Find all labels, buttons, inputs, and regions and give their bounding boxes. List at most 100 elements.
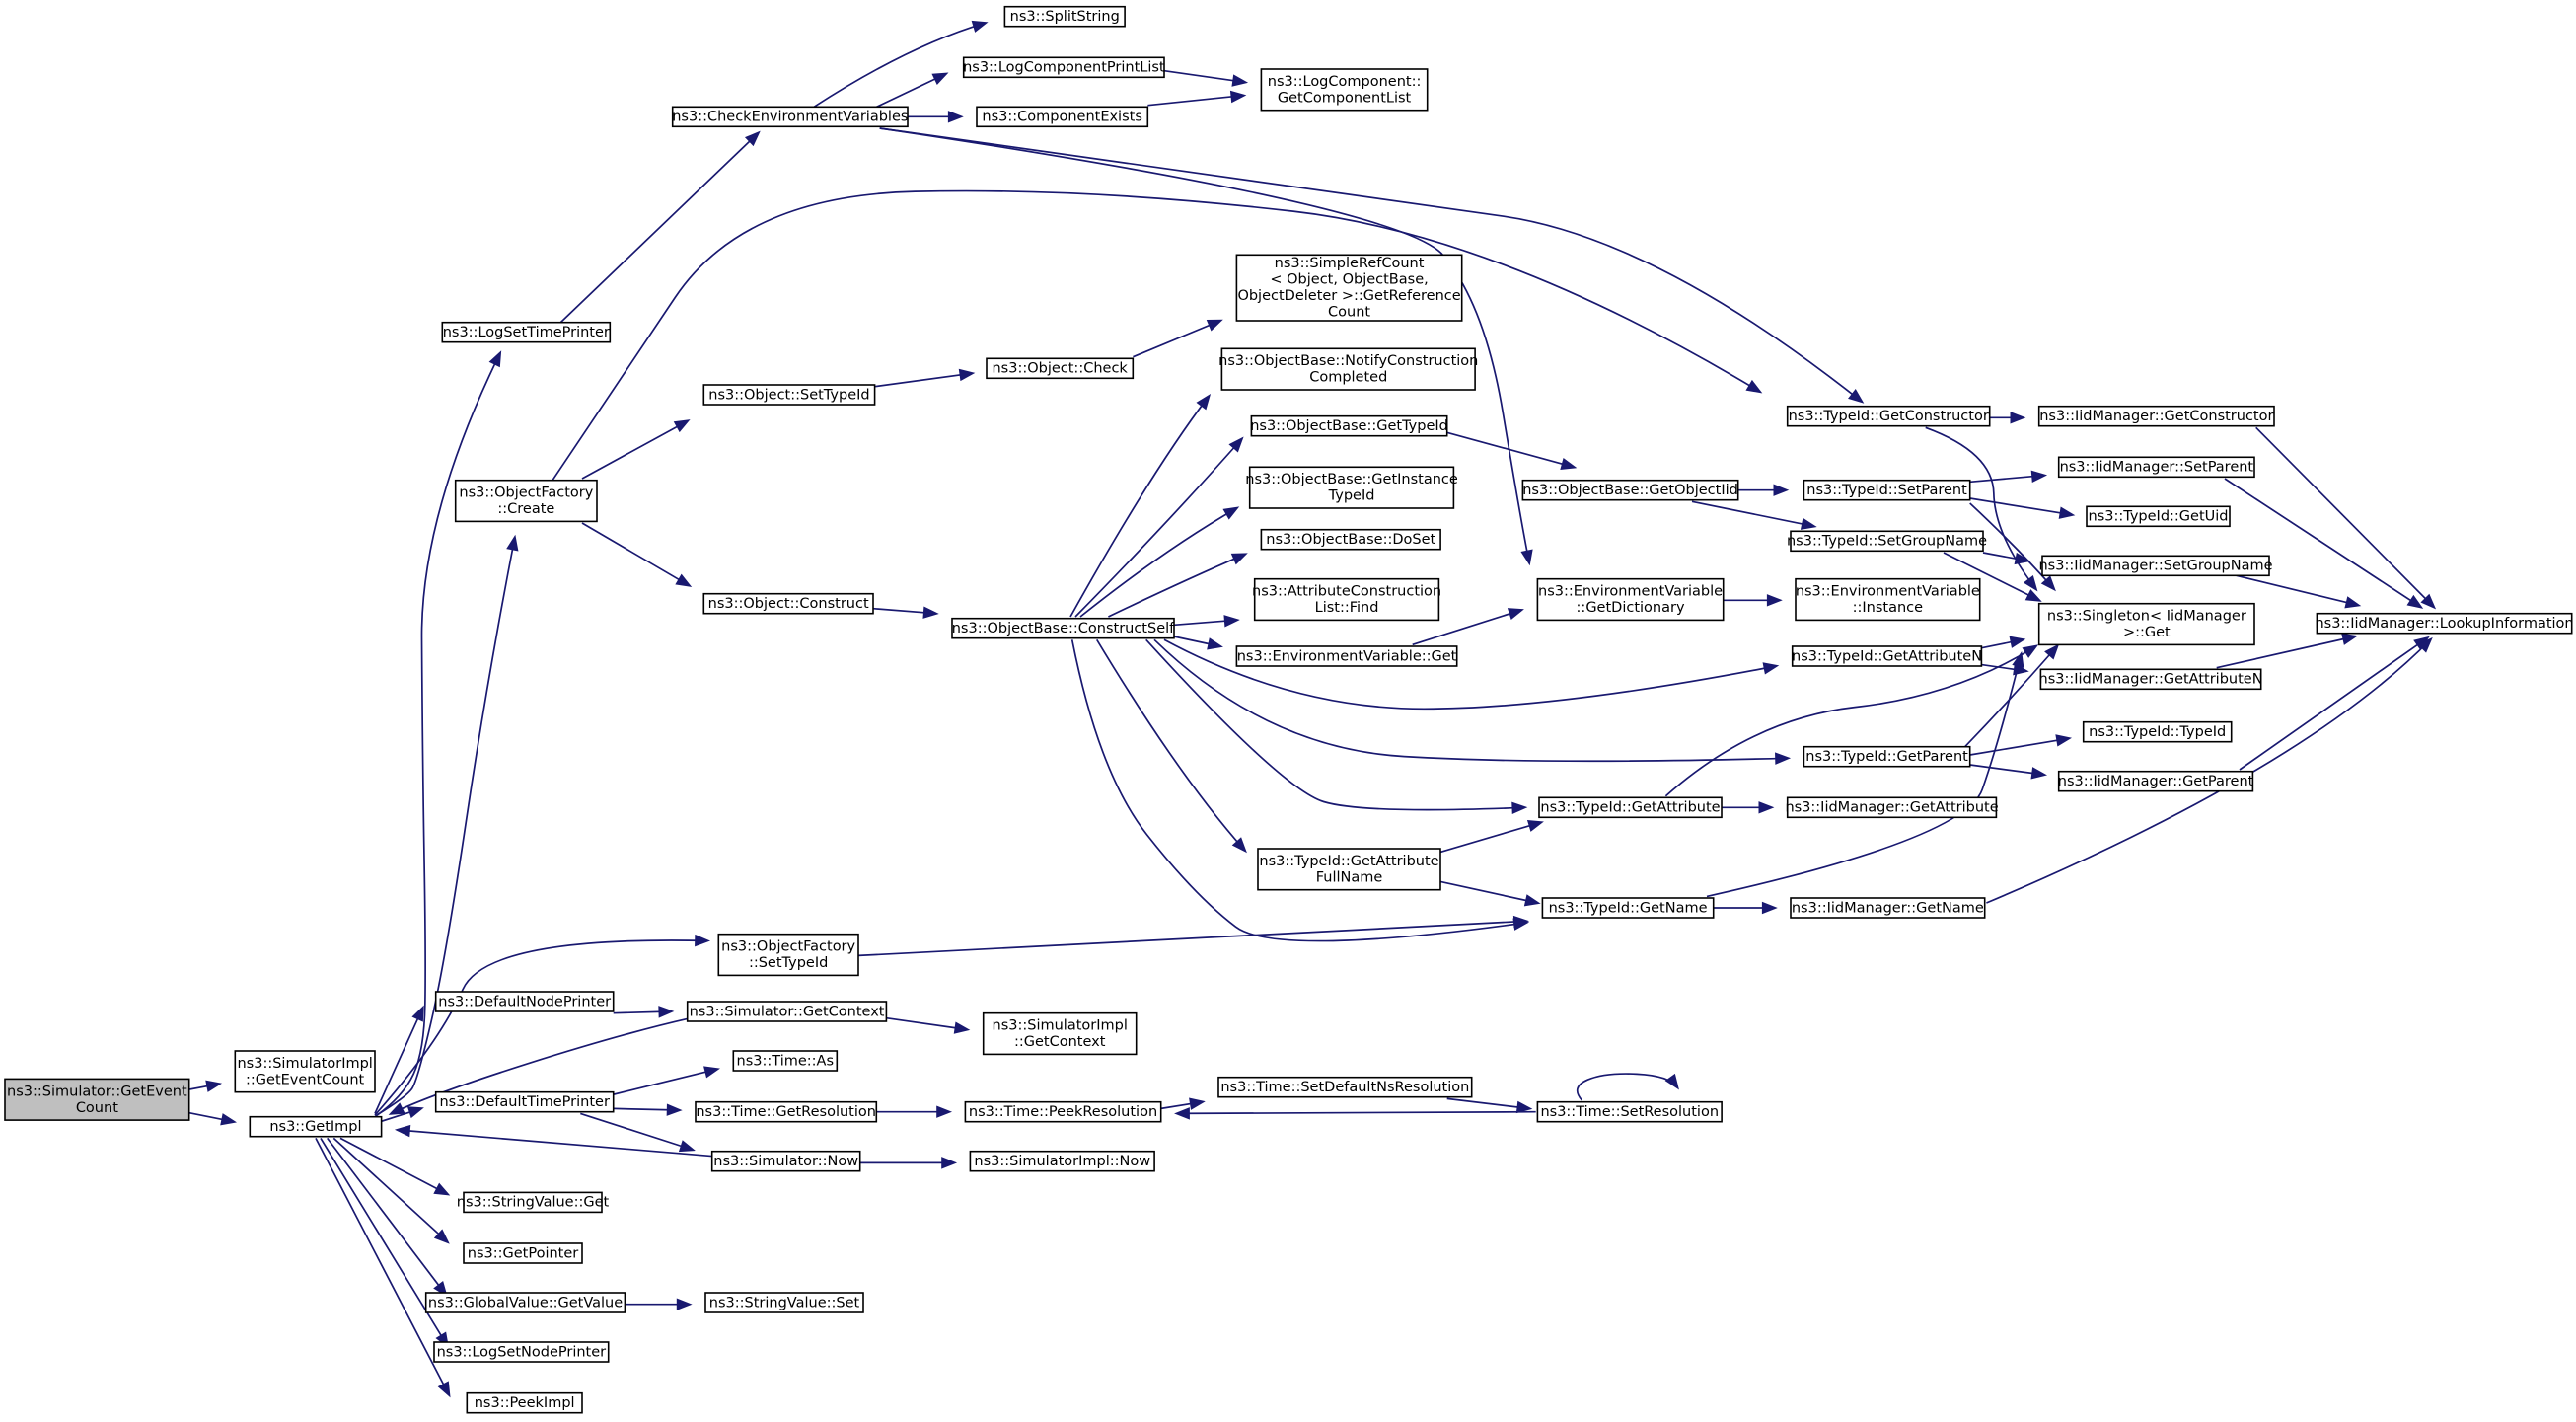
edge-arrowhead [1511, 801, 1528, 815]
edge-line [1925, 426, 2037, 590]
node-iidGetParent[interactable]: ns3::IidManager::GetParent [2058, 770, 2254, 792]
node-iidGetAttributeN[interactable]: ns3::IidManager::GetAttributeN [2039, 668, 2263, 691]
edge-simGetContext-to-simImplGetContext [886, 1016, 971, 1034]
edge-typeIdGetName-to-singletonGet [1706, 651, 2024, 898]
node-typeIdGetName[interactable]: ns3::TypeId::GetName [1541, 897, 1715, 919]
edge-arrowhead [676, 1298, 693, 1310]
node-typeIdGetParent[interactable]: ns3::TypeId::GetParent [1803, 745, 1971, 768]
node-label: ns3::LogComponent:: [1268, 74, 1422, 90]
node-simImplGetContext[interactable]: ns3::SimulatorImpl::GetContext [982, 1011, 1138, 1056]
edge-arrowhead [1523, 894, 1541, 907]
node-constructSelf[interactable]: ns3::ObjectBase::ConstructSelf [951, 617, 1175, 639]
edge-arrowhead [2420, 593, 2437, 610]
edge-arrowhead [2058, 506, 2076, 519]
node-box [976, 106, 1149, 128]
node-globalValueGetValue[interactable]: ns3::GlobalValue::GetValue [424, 1292, 626, 1313]
node-typeIdSetGroupName[interactable]: ns3::TypeId::SetGroupName [1787, 530, 1987, 553]
node-singletonGet[interactable]: ns3::Singleton< IidManager>::Get [2037, 602, 2255, 646]
node-envVarInstance[interactable]: ns3::EnvironmentVariable::Instance [1795, 577, 1981, 622]
node-simImplNow[interactable]: ns3::SimulatorImpl::Now [969, 1150, 1155, 1172]
node-iidGetConstructor[interactable]: ns3::IidManager::GetConstructor [2037, 405, 2275, 427]
node-iidLookupInformation[interactable]: ns3::IidManager::LookupInformation [2315, 612, 2574, 635]
node-typeIdSetParent[interactable]: ns3::TypeId::SetParent [1803, 479, 1971, 501]
node-logComponentPrintList[interactable]: ns3::LogComponentPrintList [962, 56, 1165, 79]
node-timeSetDefaultNs[interactable]: ns3::Time::SetDefaultNsResolution [1217, 1076, 1473, 1098]
node-simGetContext[interactable]: ns3::Simulator::GetContext [686, 1001, 888, 1022]
node-defaultNodePrinter[interactable]: ns3::DefaultNodePrinter [434, 991, 615, 1012]
node-checkEnvVars[interactable]: ns3::CheckEnvironmentVariables [671, 106, 909, 128]
edge-arrowhead [2040, 575, 2056, 592]
edge-objectCheck-to-simpleRefCount [1133, 319, 1223, 358]
node-timeSetResolution[interactable]: ns3::Time::SetResolution [1536, 1100, 1723, 1123]
edge-arrowhead [2341, 633, 2358, 645]
edge-arrowhead [2010, 412, 2026, 424]
node-objBaseGetObjectIid[interactable]: ns3::ObjectBase::GetObjectIid [1521, 479, 1739, 501]
node-label: ns3::TypeId::GetAttribute [1540, 800, 1720, 816]
node-getEventCount[interactable]: ns3::Simulator::GetEventCount [4, 1078, 190, 1121]
edge-line [886, 1016, 968, 1031]
node-defaultTimePrinter[interactable]: ns3::DefaultTimePrinter [434, 1090, 615, 1113]
node-label: ns3::Simulator::GetEvent [7, 1084, 187, 1099]
node-timePeekResolution[interactable]: ns3::Time::PeekResolution [964, 1100, 1162, 1123]
node-objectFactorySetTypeId[interactable]: ns3::ObjectFactory::SetTypeId [717, 933, 859, 977]
node-typeIdGetAttribute[interactable]: ns3::TypeId::GetAttribute [1538, 796, 1723, 819]
node-timeAs[interactable]: ns3::Time::As [732, 1050, 839, 1072]
node-label: ns3::EnvironmentVariable [1796, 584, 1980, 600]
node-splitString[interactable]: ns3::SplitString [1003, 5, 1126, 28]
node-box [1541, 897, 1715, 919]
edge-line [1074, 438, 1243, 618]
node-box [466, 1391, 583, 1414]
node-timeGetResolution[interactable]: ns3::Time::GetResolution [695, 1100, 878, 1123]
edge-arrowhead [394, 1124, 411, 1138]
node-iidSetParent[interactable]: ns3::IidManager::SetParent [2057, 456, 2255, 479]
node-logSetTimePrinter[interactable]: ns3::LogSetTimePrinter [441, 321, 612, 343]
edge-objectFactoryCreate-to-typeIdGetConstructor [552, 189, 1763, 482]
node-box [964, 1100, 1162, 1123]
node-envVarGetDictionary[interactable]: ns3::EnvironmentVariable::GetDictionary [1536, 577, 1725, 622]
node-iidGetName[interactable]: ns3::IidManager::GetName [1790, 897, 1986, 919]
node-box [434, 991, 615, 1012]
node-label: ObjectDeleter >::GetReference [1237, 288, 1460, 304]
node-simImplGetEventCount[interactable]: ns3::SimulatorImpl::GetEventCount [234, 1050, 376, 1093]
node-stringValueSet[interactable]: ns3::StringValue::Set [704, 1292, 864, 1313]
node-logComponentGetList[interactable]: ns3::LogComponent::GetComponentList [1260, 68, 1429, 112]
node-logSetNodePrinter[interactable]: ns3::LogSetNodePrinter [433, 1341, 610, 1363]
node-getPointer[interactable]: ns3::GetPointer [463, 1242, 583, 1264]
node-notifyConstruction[interactable]: ns3::ObjectBase::NotifyConstructionCompl… [1218, 347, 1478, 391]
node-label: GetComponentList [1278, 90, 1412, 106]
edge-arrowhead [1773, 484, 1790, 496]
node-simNow[interactable]: ns3::Simulator::Now [710, 1150, 861, 1172]
node-label: ns3::GetImpl [269, 1119, 361, 1135]
node-objectFactoryCreate[interactable]: ns3::ObjectFactory::Create [454, 479, 598, 523]
node-iidGetAttribute[interactable]: ns3::IidManager::GetAttribute [1785, 796, 1999, 819]
node-objBaseDoSet[interactable]: ns3::ObjectBase::DoSet [1260, 528, 1441, 551]
node-typeIdTypeId[interactable]: ns3::TypeId::TypeId [2082, 720, 2233, 743]
edge-line [1439, 880, 1538, 904]
node-stringValueGet[interactable]: ns3::StringValue::Get [457, 1191, 610, 1214]
node-objectSetTypeId[interactable]: ns3::Object::SetTypeId [702, 384, 876, 406]
node-box [2057, 456, 2255, 479]
node-iidSetGroupName[interactable]: ns3::IidManager::SetGroupName [2038, 555, 2273, 577]
node-label: ns3::IidManager::GetAttribute [1785, 800, 1998, 816]
edge-line [879, 127, 1863, 403]
edge-arrowhead [1758, 801, 1775, 814]
node-objectConstruct[interactable]: ns3::Object::Construct [702, 592, 874, 615]
edge-line [391, 1016, 692, 1115]
edge-iidGetConstructor-to-iidLookupInformation [2255, 426, 2437, 610]
node-typeIdGetAttributeN[interactable]: ns3::TypeId::GetAttributeN [1791, 645, 1983, 667]
node-typeIdGetUid[interactable]: ns3::TypeId::GetUid [2086, 505, 2231, 528]
node-typeIdGetConstructor[interactable]: ns3::TypeId::GetConstructor [1786, 405, 1991, 427]
edge-line [1069, 396, 1210, 618]
node-getImpl[interactable]: ns3::GetImpl [249, 1115, 383, 1138]
node-label: List::Find [1315, 600, 1379, 616]
node-componentExists[interactable]: ns3::ComponentExists [976, 106, 1149, 128]
node-objectCheck[interactable]: ns3::Object::Check [986, 357, 1135, 380]
node-objBaseGetTypeId[interactable]: ns3::ObjectBase::GetTypeId [1250, 414, 1448, 437]
node-simpleRefCount[interactable]: ns3::SimpleRefCount< Object, ObjectBase,… [1235, 254, 1463, 322]
node-envVarGet[interactable]: ns3::EnvironmentVariable::Get [1235, 645, 1458, 667]
node-peekImpl[interactable]: ns3::PeekImpl [466, 1391, 583, 1414]
node-label: ns3::DefaultNodePrinter [438, 994, 611, 1010]
